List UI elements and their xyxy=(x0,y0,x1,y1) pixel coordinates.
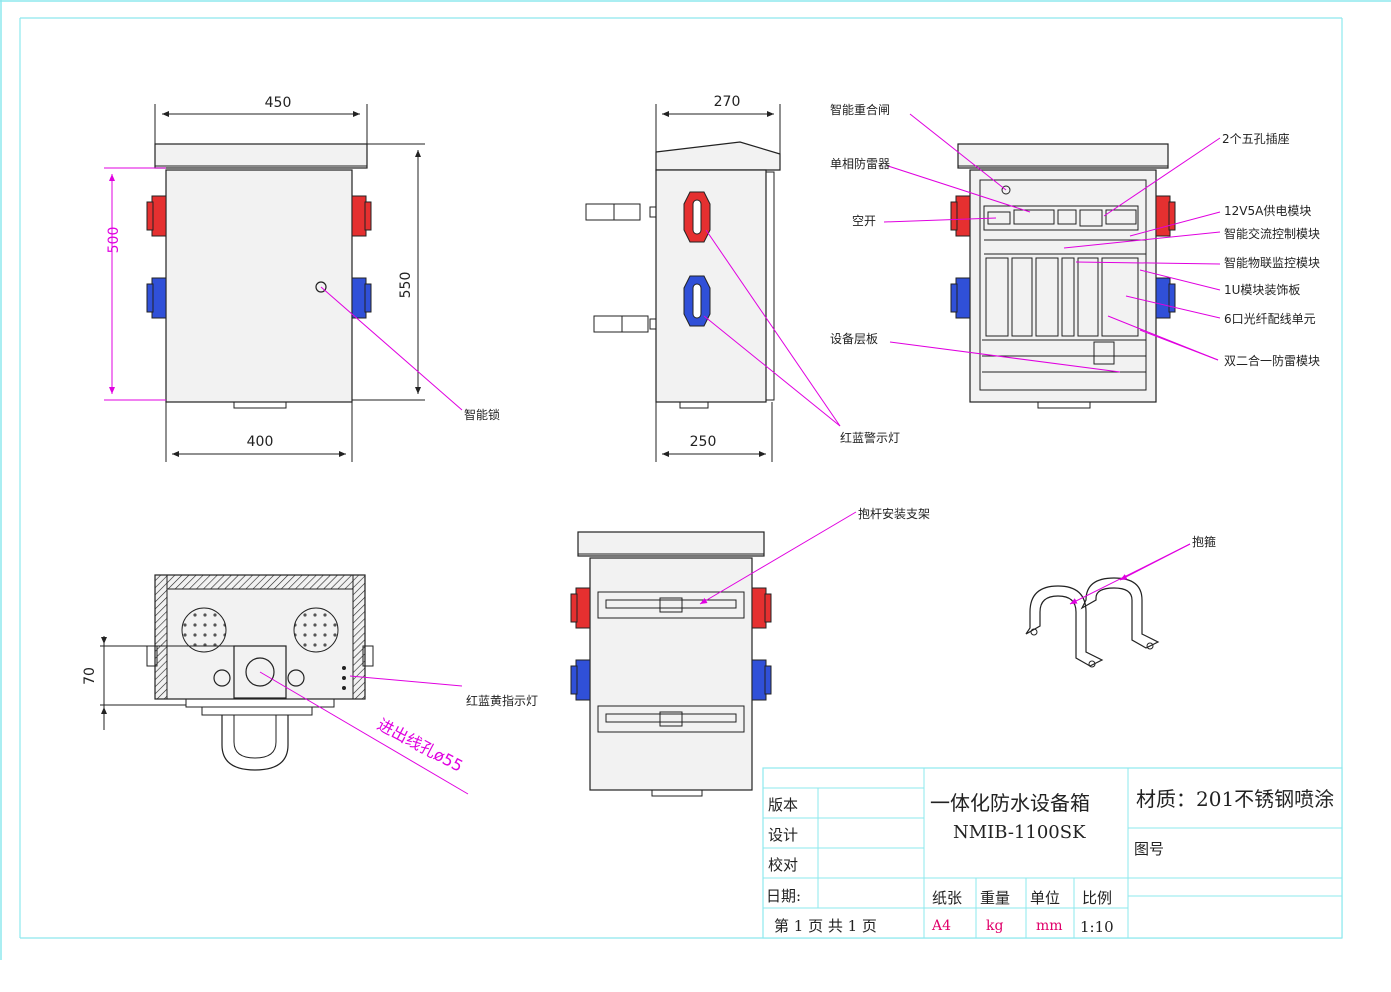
label-smart-lock: 智能锁 xyxy=(464,407,500,422)
back-blue-light-right xyxy=(751,659,772,701)
front-view xyxy=(104,104,463,462)
hoop-drawing xyxy=(1025,543,1191,668)
tb-page: 第 1 页 共 1 页 xyxy=(774,917,877,935)
open-view xyxy=(883,113,1221,409)
label-iot-monitor-module: 智能物联监控模块 xyxy=(1224,255,1320,270)
tb-scale-label: 比例 xyxy=(1082,889,1112,907)
back-red-light-right xyxy=(751,587,772,629)
back-red-light-left xyxy=(570,587,591,629)
sheet-frame xyxy=(0,0,1391,960)
tb-paper-value: A4 xyxy=(931,918,951,934)
label-smart-recloser: 智能重合闸 xyxy=(830,102,890,117)
dim-250: 250 xyxy=(690,434,717,450)
back-view xyxy=(570,511,857,797)
tb-material: 材质：201不锈钢喷涂 xyxy=(1136,787,1334,811)
label-ac-control-module: 智能交流控制模块 xyxy=(1224,226,1320,241)
tb-scale-value: 1:10 xyxy=(1080,918,1114,936)
dim-270: 270 xyxy=(714,94,741,110)
label-cable-hole: 进出线孔ø55 xyxy=(374,715,466,776)
red-light-left xyxy=(146,195,167,237)
tb-unit-value: mm xyxy=(1036,918,1063,934)
open-red-light-left xyxy=(950,195,971,237)
tb-paper-label: 纸张 xyxy=(932,889,962,907)
dim-500: 500 xyxy=(106,227,122,254)
label-power-module: 12V5A供电模块 xyxy=(1224,204,1311,218)
tb-weight-value: kg xyxy=(986,918,1003,934)
dim-400: 400 xyxy=(247,434,274,450)
bottom-view xyxy=(100,574,469,795)
blue-light-right xyxy=(351,277,372,319)
tb-date: 日期: xyxy=(766,887,801,905)
tb-unit-label: 单位 xyxy=(1030,889,1060,907)
tb-weight-label: 重量 xyxy=(980,889,1010,907)
label-dual-surge-module: 双二合一防雷模块 xyxy=(1224,353,1320,368)
dim-550: 550 xyxy=(398,272,414,299)
label-pole-bracket: 抱杆安装支架 xyxy=(858,506,930,521)
title-block xyxy=(762,767,1343,939)
open-blue-light-right xyxy=(1155,277,1176,319)
dim-70: 70 xyxy=(82,667,98,685)
tb-version: 版本 xyxy=(768,796,798,814)
label-1u-panel: 1U模块装饰板 xyxy=(1224,283,1300,297)
label-single-phase-surge: 单相防雷器 xyxy=(830,156,890,171)
label-two-five-hole-socket: 2个五孔插座 xyxy=(1222,131,1290,146)
blue-light-left xyxy=(146,277,167,319)
open-red-light-right xyxy=(1155,195,1176,237)
tb-product-name: 一体化防水设备箱 xyxy=(930,791,1090,815)
tb-drawing-no: 图号 xyxy=(1134,840,1164,858)
label-air-switch: 空开 xyxy=(852,214,876,228)
label-red-blue-warning-light: 红蓝警示灯 xyxy=(840,430,900,445)
open-blue-light-left xyxy=(950,277,971,319)
dim-450: 450 xyxy=(265,95,292,111)
back-blue-light-left xyxy=(570,659,591,701)
tb-model: NMIB-1100SK xyxy=(953,822,1086,843)
tb-design: 设计 xyxy=(768,826,798,844)
tb-check: 校对 xyxy=(768,856,798,874)
label-hoop: 抱箍 xyxy=(1192,534,1216,549)
side-view xyxy=(585,104,841,462)
label-rby-indicator: 红蓝黄指示灯 xyxy=(466,693,538,708)
label-equipment-shelf: 设备层板 xyxy=(830,332,878,346)
red-light-right xyxy=(351,195,372,237)
label-fiber-unit: 6口光纤配线单元 xyxy=(1224,312,1316,326)
